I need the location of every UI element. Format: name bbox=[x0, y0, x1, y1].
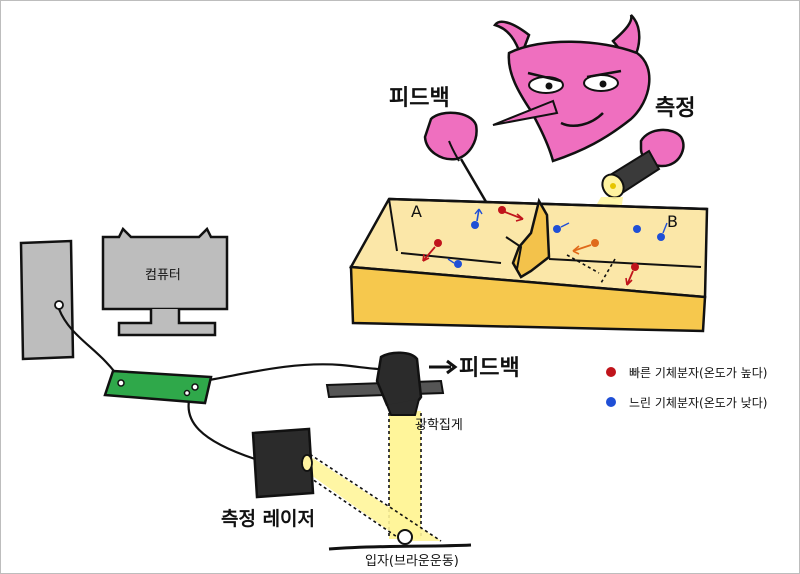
molecule-fast bbox=[572, 239, 599, 255]
optical-tweezers bbox=[375, 351, 423, 416]
computer-monitor: 컴퓨터 bbox=[101, 226, 229, 337]
computer-screen-label: 컴퓨터 bbox=[145, 268, 181, 283]
molecule-slow bbox=[553, 222, 570, 233]
particle-label: 입자(브라운운동) bbox=[365, 554, 459, 569]
particle-surface bbox=[328, 543, 472, 551]
feedback-top-label: 피드백 bbox=[389, 86, 450, 111]
brownian-particle bbox=[397, 529, 413, 545]
legend-item-fast: 빠른 기체분자(온도가 높다) bbox=[629, 366, 767, 380]
flashlight-icon bbox=[601, 149, 661, 199]
molecule-slow bbox=[471, 208, 483, 229]
molecule-fast bbox=[422, 239, 442, 262]
laser-device bbox=[251, 427, 315, 499]
legend-item-slow: 느린 기체분자(온도가 낮다) bbox=[629, 396, 767, 410]
feedback-arrow-label: 피드백 bbox=[459, 356, 520, 381]
chamber-a-label: A bbox=[411, 202, 422, 221]
molecule-slow bbox=[447, 258, 462, 268]
legend: 빠른 기체분자(온도가 높다) 느린 기체분자(온도가 낮다) bbox=[606, 366, 767, 410]
circuit-board bbox=[103, 369, 213, 405]
demon bbox=[492, 14, 651, 163]
demon-nose bbox=[492, 99, 559, 126]
demon-face bbox=[507, 40, 651, 163]
molecule-slow bbox=[657, 222, 668, 241]
molecule-fast bbox=[498, 206, 524, 222]
legend-dot-fast bbox=[606, 367, 616, 377]
feedback-arrow-icon bbox=[429, 359, 458, 375]
laser-label: 측정 레이저 bbox=[221, 508, 315, 530]
legend-dot-slow bbox=[606, 397, 616, 407]
box-front-wall bbox=[349, 265, 707, 333]
gas-box: A B bbox=[348, 197, 709, 333]
measure-top-label: 측정 bbox=[655, 96, 695, 121]
computer-tower bbox=[19, 239, 75, 361]
molecule-fast bbox=[625, 263, 639, 286]
chamber-b-label: B bbox=[667, 212, 678, 231]
molecule-slow bbox=[633, 225, 641, 233]
optics-label: 광학집게 bbox=[415, 418, 463, 433]
box-divider bbox=[511, 197, 551, 279]
